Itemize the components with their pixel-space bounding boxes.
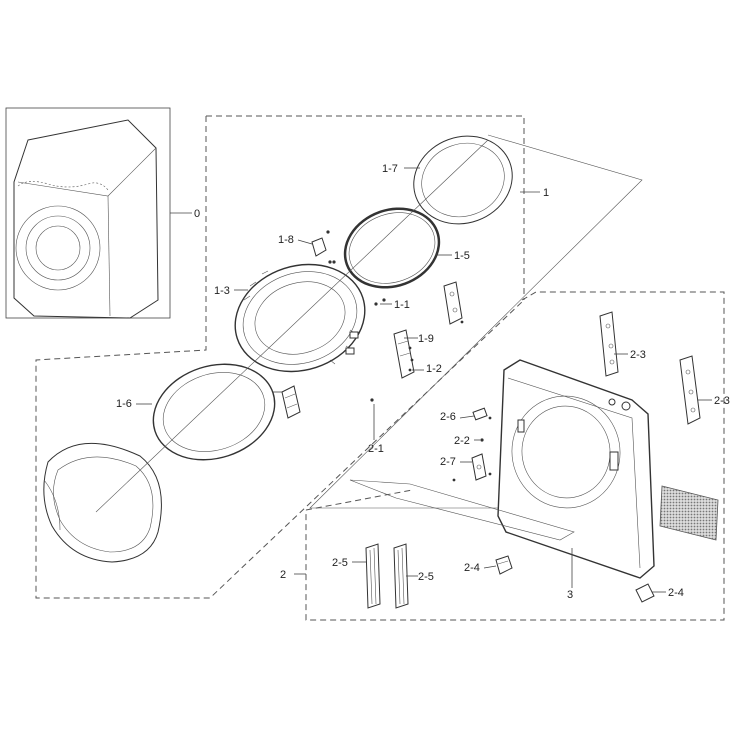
callout-2-3-right: 2-3: [714, 395, 730, 407]
door-glass-bowl-part[interactable]: [43, 442, 162, 563]
front-panel-boundary: [305, 291, 725, 621]
strip-2-5-right[interactable]: [393, 543, 409, 609]
bracket-2-3-left[interactable]: [599, 311, 619, 377]
washer-cabinet-part[interactable]: [13, 119, 159, 319]
callout-3: 3: [567, 589, 573, 601]
screw-1-1[interactable]: [374, 298, 386, 306]
callout-2-3-left: 2-3: [630, 349, 646, 361]
hinge-bracket-part[interactable]: [443, 281, 464, 325]
screw-1-2[interactable]: [408, 346, 414, 362]
callout-2: 2: [280, 569, 286, 581]
switch-2-7[interactable]: [452, 453, 492, 482]
clip-2-4-center[interactable]: [495, 555, 513, 575]
strip-2-5-left[interactable]: [365, 543, 381, 609]
callout-1-3: 1-3: [214, 285, 230, 297]
callout-1-1: 1-1: [394, 299, 410, 311]
callout-2-4-right: 2-4: [668, 587, 684, 599]
callout-2-6: 2-6: [440, 411, 456, 423]
door-gasket-1-5[interactable]: [334, 196, 450, 300]
assembly-1-leaders: 1: [309, 134, 643, 509]
door-assembly-boundary: [35, 115, 525, 599]
callout-1-6: 1-6: [116, 398, 132, 410]
door-outer-ring-1-6[interactable]: [141, 349, 287, 475]
clip-1-8[interactable]: [311, 230, 336, 264]
clip-2-4-right[interactable]: [635, 583, 655, 603]
callout-1-8: 1-8: [278, 234, 294, 246]
callout-1-9: 1-9: [418, 333, 434, 345]
callout-2-4-center: 2-4: [464, 562, 480, 574]
panel-outline-lines: [349, 479, 575, 541]
screw-2-2[interactable]: [480, 438, 484, 442]
front-panel-3[interactable]: [497, 359, 655, 579]
latch-2-6[interactable]: [472, 407, 492, 421]
hinge-1-9[interactable]: [393, 329, 415, 379]
bracket-2-3-right[interactable]: [679, 355, 701, 425]
callout-0: 0: [194, 208, 200, 220]
screw-2-1[interactable]: [370, 398, 374, 402]
callout-2-5-right: 2-5: [418, 571, 434, 583]
assembly-axis-line: [95, 139, 489, 513]
callout-2-1: 2-1: [368, 443, 384, 455]
washer-cabinet-group: 0: [5, 107, 200, 319]
door-latch-1-4[interactable]: [281, 385, 301, 419]
mesh-filter-panel[interactable]: [659, 485, 719, 541]
callout-2-5-left: 2-5: [332, 557, 348, 569]
callout-2-2: 2-2: [454, 435, 470, 447]
callout-1: 1: [543, 187, 549, 199]
callout-1-2: 1-2: [426, 363, 442, 375]
callout-1-5: 1-5: [454, 250, 470, 262]
callout-2-7: 2-7: [440, 456, 456, 468]
callout-1-7: 1-7: [382, 163, 398, 175]
door-glass-outer-1-7[interactable]: [401, 122, 524, 237]
